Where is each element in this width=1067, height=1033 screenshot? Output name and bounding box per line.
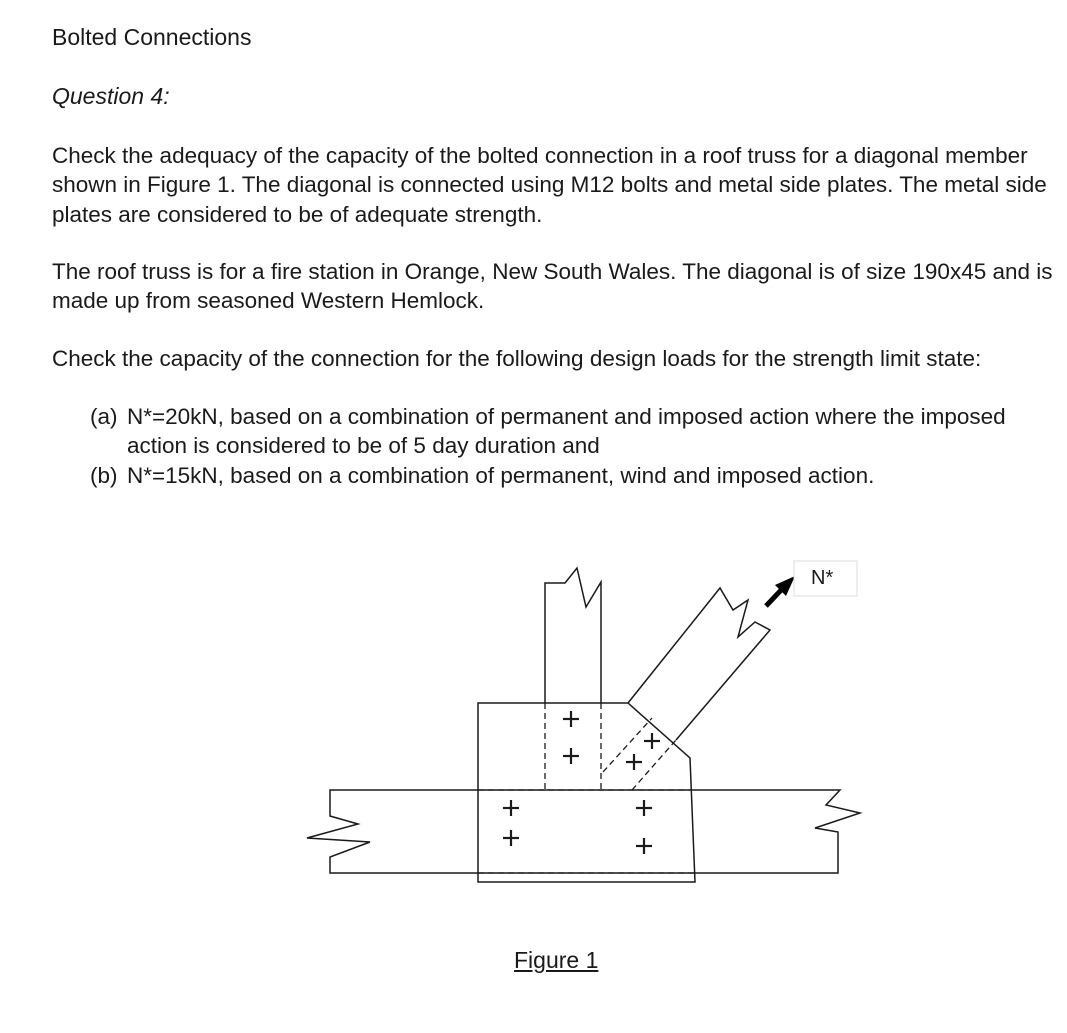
force-arrow-icon (764, 576, 795, 608)
question-number: Question 4: (52, 83, 170, 109)
paragraph-task: Check the adequacy of the capacity of th… (52, 143, 1047, 227)
bolt-icon (563, 748, 579, 764)
bolt-icon (563, 711, 579, 727)
bolt-icon (503, 800, 519, 816)
load-case-a-text: N*=20kN, based on a combination of perma… (127, 404, 1006, 459)
vertical-member (544, 566, 602, 703)
diagonal-member (627, 586, 772, 741)
bolt-icon (503, 830, 519, 846)
load-case-b-text: N*=15kN, based on a combination of perma… (127, 462, 875, 488)
load-case-a-label: (a) (90, 404, 118, 429)
bolt-icon (644, 733, 660, 749)
load-case-b: (b) N*=15kN, based on a combination of p… (90, 461, 1050, 490)
force-label: N* (811, 567, 834, 589)
load-case-list: (a) N*=20kN, based on a combination of p… (90, 402, 1050, 490)
paragraph-context: The roof truss is for a fire station in … (52, 259, 1053, 314)
load-case-b-label: (b) (90, 462, 118, 488)
page-title: Bolted Connections (52, 24, 252, 50)
figure-caption: Figure 1 (514, 947, 599, 973)
bolt-icon (626, 754, 642, 770)
hidden-edge-diagonal-b (631, 739, 677, 791)
hidden-edge-diagonal-a (602, 717, 653, 773)
bottom-chord (306, 789, 863, 874)
bolt-icon (636, 838, 652, 854)
load-case-a: (a) N*=20kN, based on a combination of p… (90, 402, 1050, 461)
paragraph-loads-intro: Check the capacity of the connection for… (52, 346, 982, 371)
side-plate (477, 702, 696, 883)
bolt-icon (636, 800, 652, 816)
